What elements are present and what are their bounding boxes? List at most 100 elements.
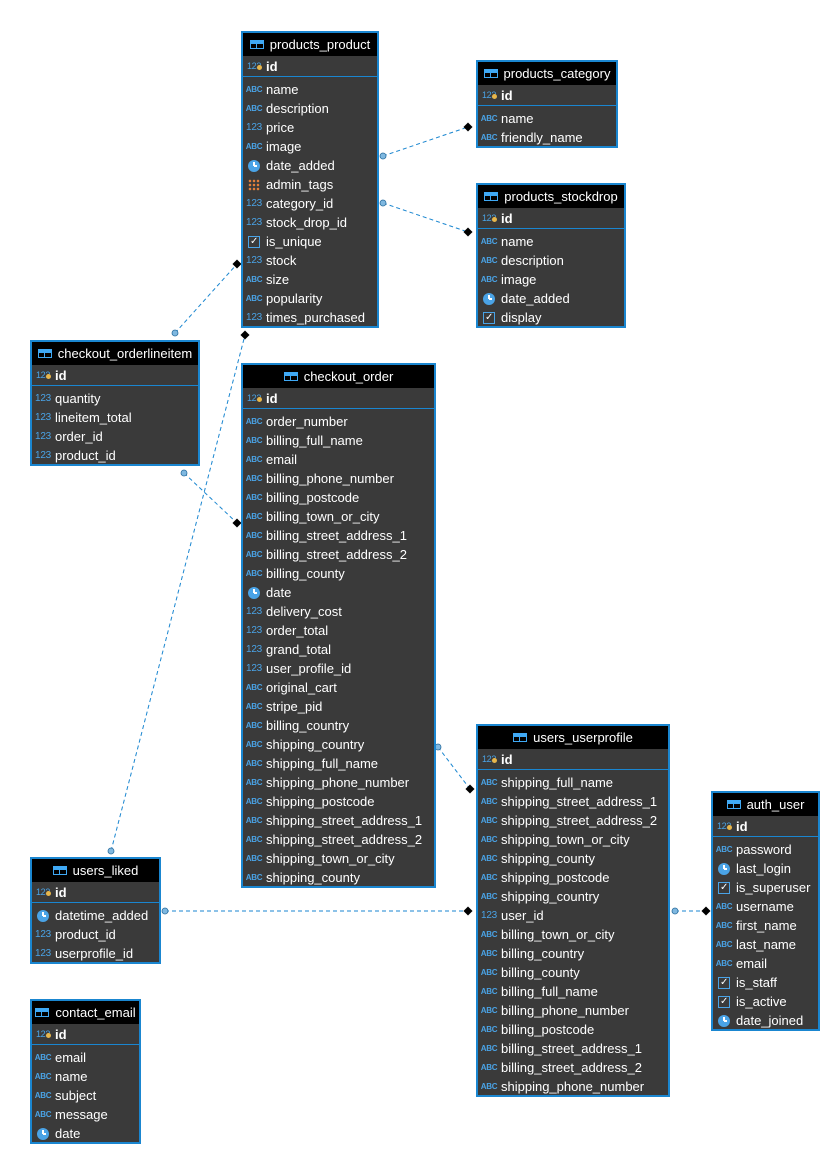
table-header[interactable]: users_liked	[32, 859, 159, 882]
column-row[interactable]: ✓is_active	[713, 992, 818, 1011]
column-row[interactable]: last_login	[713, 859, 818, 878]
column-row[interactable]: datetime_added	[32, 906, 159, 925]
table-header[interactable]: products_product	[243, 33, 377, 56]
relationship-checkout-orderlineitem-to-products-product[interactable]	[171, 259, 242, 337]
column-row[interactable]: admin_tags	[243, 175, 377, 194]
relationship-products-product-to-products-stockdrop[interactable]	[379, 199, 473, 237]
column-row[interactable]: date_added	[478, 289, 624, 308]
table-header[interactable]: checkout_order	[243, 365, 434, 388]
relationship-checkout-order-to-users-userprofile[interactable]	[434, 743, 475, 794]
table-header[interactable]: products_category	[478, 62, 616, 85]
table-header[interactable]: users_userprofile	[478, 726, 668, 749]
column-row[interactable]: ✓is_superuser	[713, 878, 818, 897]
column-row[interactable]: date	[32, 1124, 139, 1143]
column-row[interactable]: date_joined	[713, 1011, 818, 1030]
relationship-checkout-orderlineitem-to-checkout-order[interactable]	[180, 469, 242, 528]
table-header[interactable]: products_stockdrop	[478, 185, 624, 208]
table-header[interactable]: contact_email	[32, 1001, 139, 1024]
relationship-users-liked-to-users-userprofile[interactable]	[161, 906, 473, 916]
column-row[interactable]: ✓display	[478, 308, 624, 327]
column-row[interactable]: date	[243, 583, 434, 602]
table-header[interactable]: auth_user	[713, 793, 818, 816]
table-header[interactable]: checkout_orderlineitem	[32, 342, 198, 365]
